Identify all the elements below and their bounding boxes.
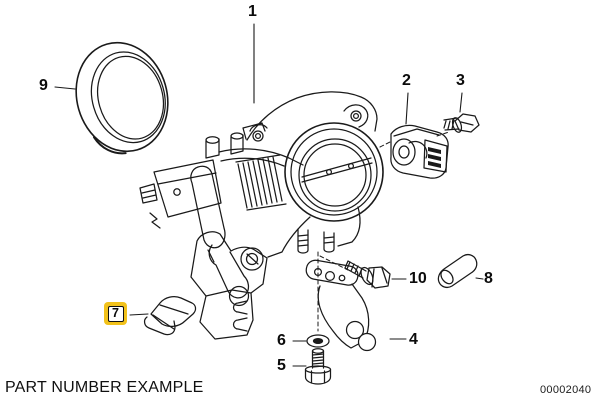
callout-5[interactable]: 5 — [277, 357, 286, 374]
callout-8[interactable]: 8 — [484, 270, 493, 287]
position-sensor-drawing — [390, 124, 449, 179]
assembly-axis-lines — [317, 131, 450, 332]
throttle-linkage-drawing — [139, 132, 304, 307]
callout-7[interactable]: 7 — [107, 305, 124, 322]
part-number-example-caption: PART NUMBER EXAMPLE — [5, 379, 204, 396]
callout-box-7[interactable]: 7 — [104, 302, 127, 325]
washer-drawing — [306, 334, 330, 348]
holder-bracket-drawing — [190, 231, 268, 340]
throttle-body-drawing — [235, 91, 384, 258]
callout-6[interactable]: 6 — [277, 332, 286, 349]
seal-ring-drawing — [75, 41, 169, 155]
callout-2[interactable]: 2 — [402, 72, 411, 89]
callout-9[interactable]: 9 — [39, 77, 48, 94]
callout-3[interactable]: 3 — [456, 72, 465, 89]
callout-10[interactable]: 10 — [409, 270, 427, 287]
dowel-pin-drawing — [437, 254, 478, 288]
retaining-clip-drawing — [143, 296, 197, 336]
callout-4[interactable]: 4 — [409, 331, 418, 348]
bracket-bolt-drawing — [344, 260, 391, 289]
hex-bolt-drawing — [304, 348, 332, 385]
sensor-bolt-drawing — [443, 113, 480, 133]
support-bracket-drawing — [305, 259, 377, 352]
callout-leader-lines — [54, 23, 484, 367]
drawing-number: 00002040 — [540, 384, 592, 396]
callout-1[interactable]: 1 — [248, 3, 257, 20]
